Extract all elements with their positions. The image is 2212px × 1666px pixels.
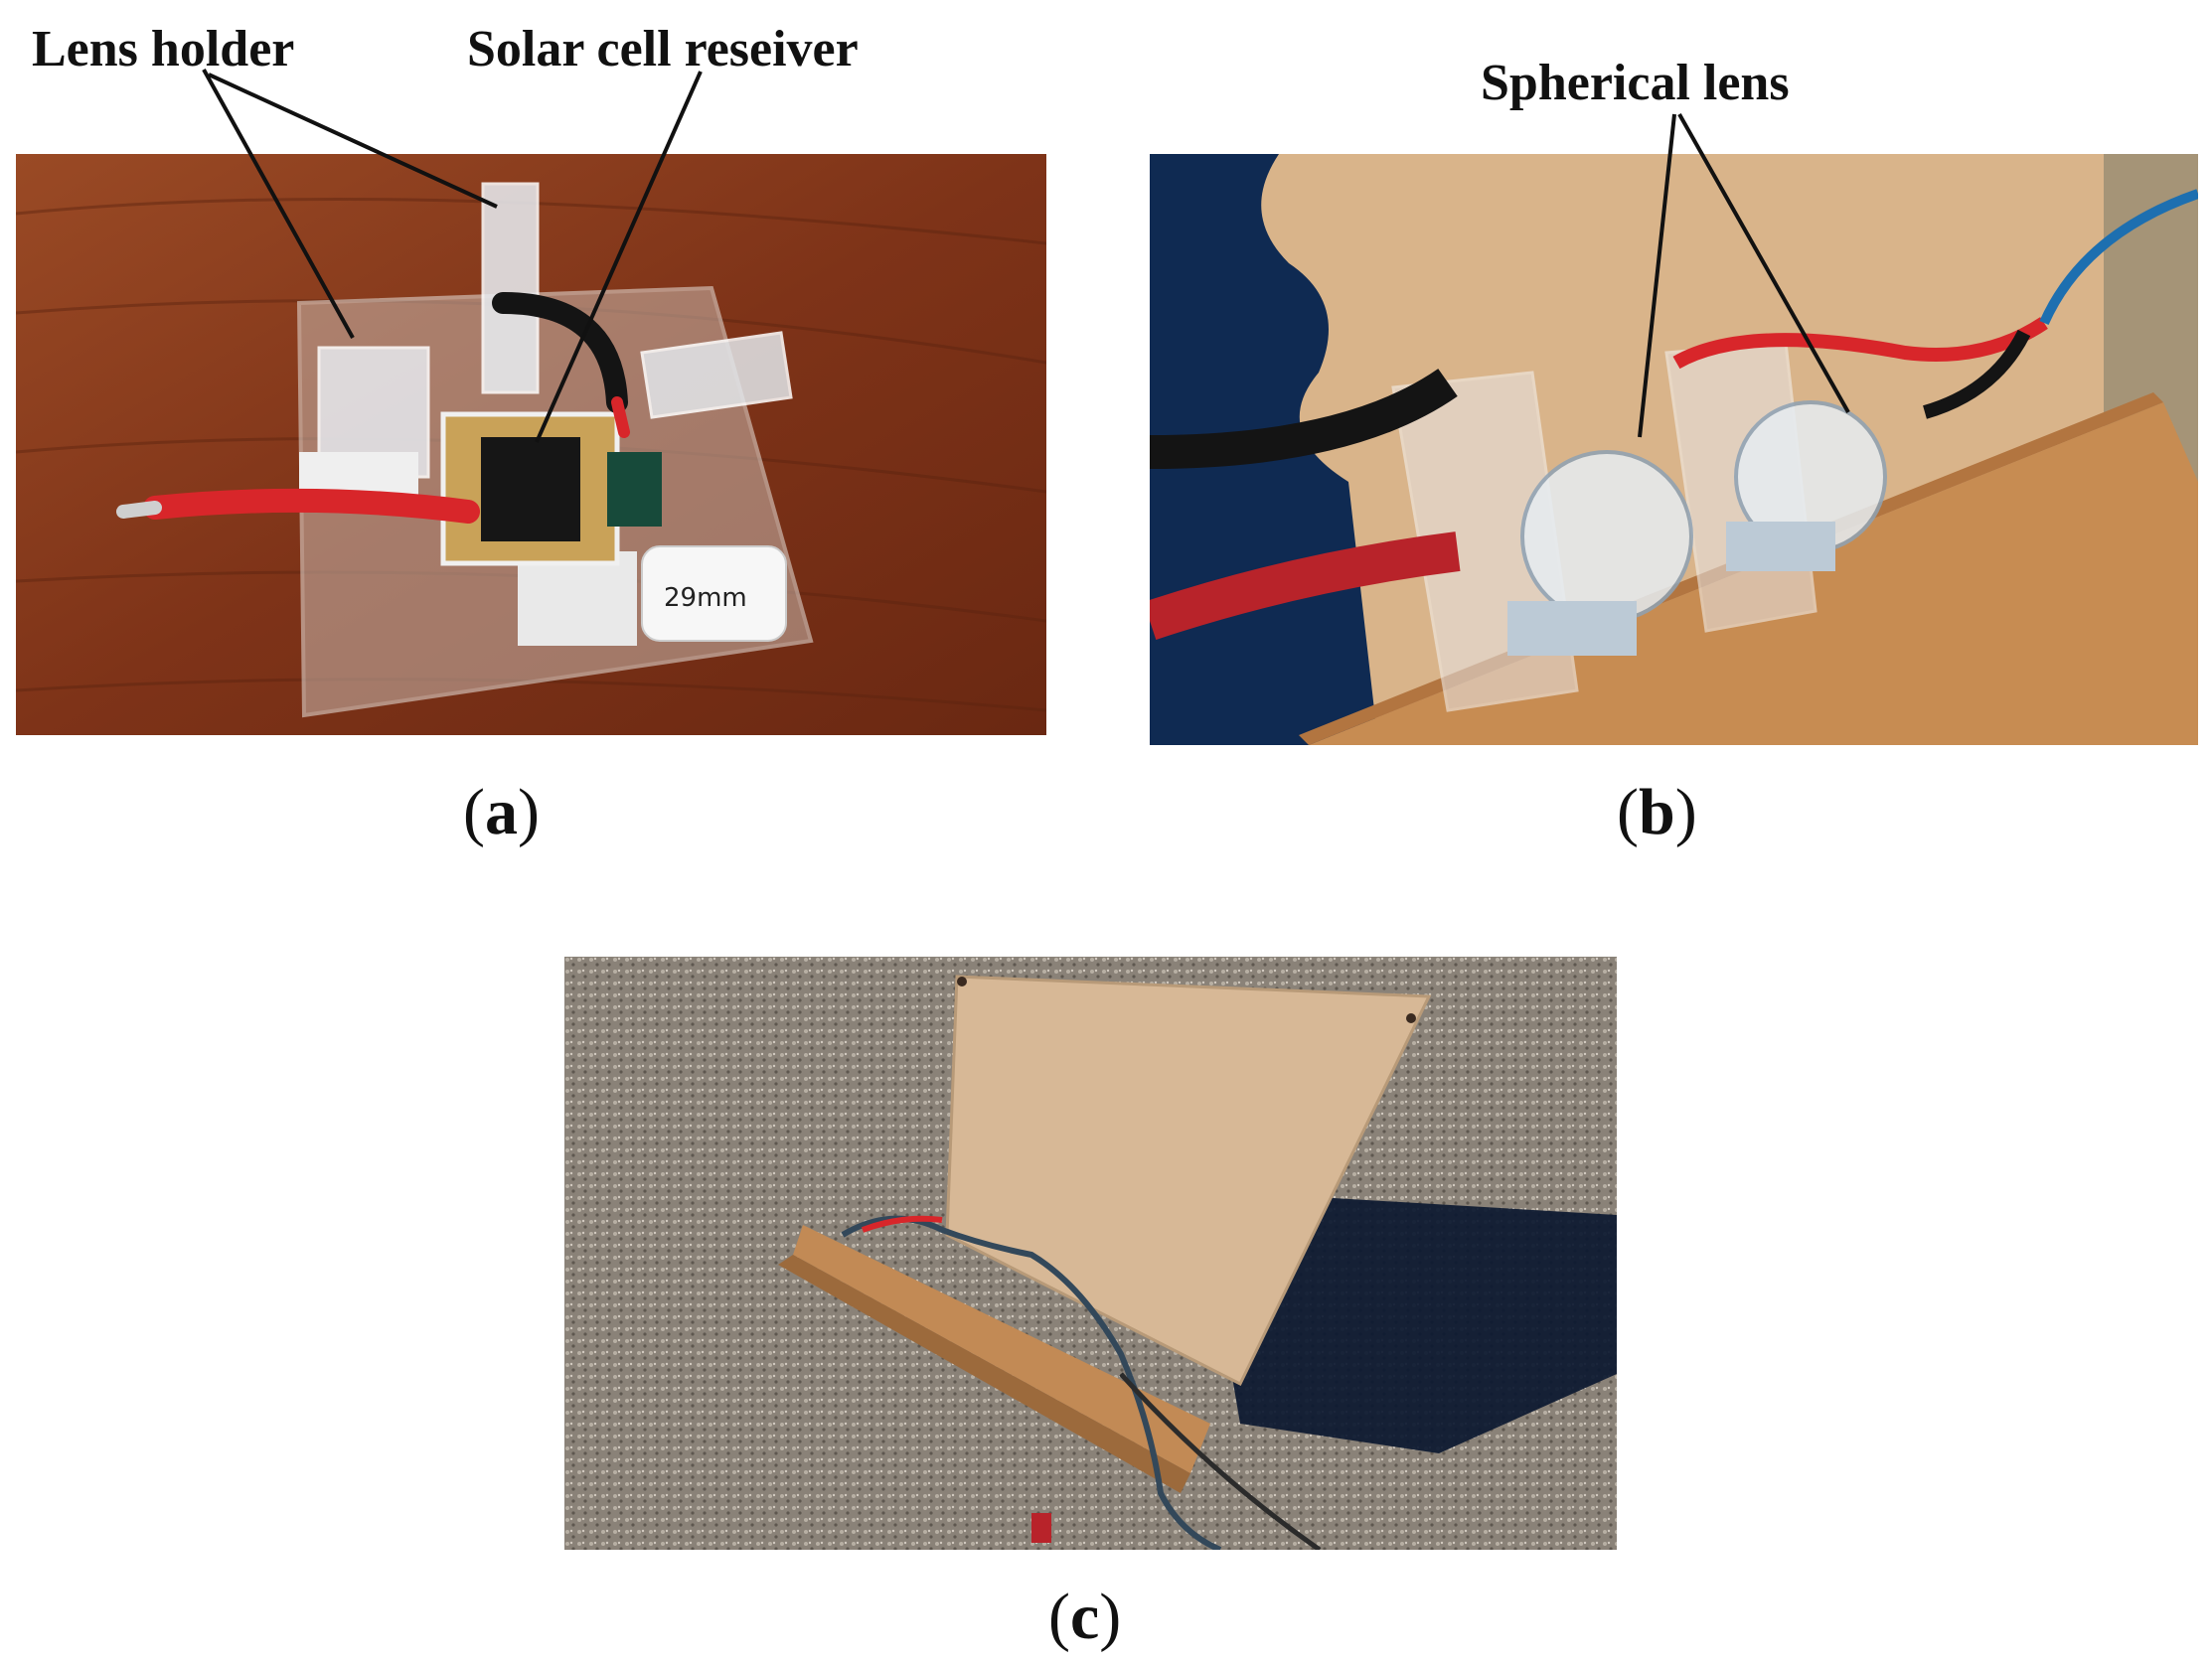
caption-b: (b): [1617, 776, 1697, 848]
caption-c-letter: c: [1069, 1581, 1100, 1653]
photo-panel-a: 29mm: [16, 154, 1046, 735]
callout-solar-cell-receiver: Solar cell reseiver: [467, 21, 859, 77]
photo-spherical-lens-mount: [1150, 154, 2198, 745]
photo-device-outdoors: [564, 957, 1617, 1550]
caption-a: (a): [463, 776, 540, 848]
photo-panel-c: [564, 957, 1617, 1550]
callout-spherical-lens: Spherical lens: [1481, 55, 1790, 111]
photo-panel-b: [1150, 154, 2198, 745]
caption-b-letter: b: [1638, 776, 1675, 848]
photo-lens-holder-assembly: 29mm: [16, 154, 1046, 735]
caption-c: (c): [1048, 1581, 1122, 1653]
tag-label-text: 29mm: [664, 583, 747, 613]
caption-a-letter: a: [484, 776, 518, 848]
callout-lens-holder: Lens holder: [32, 21, 295, 77]
